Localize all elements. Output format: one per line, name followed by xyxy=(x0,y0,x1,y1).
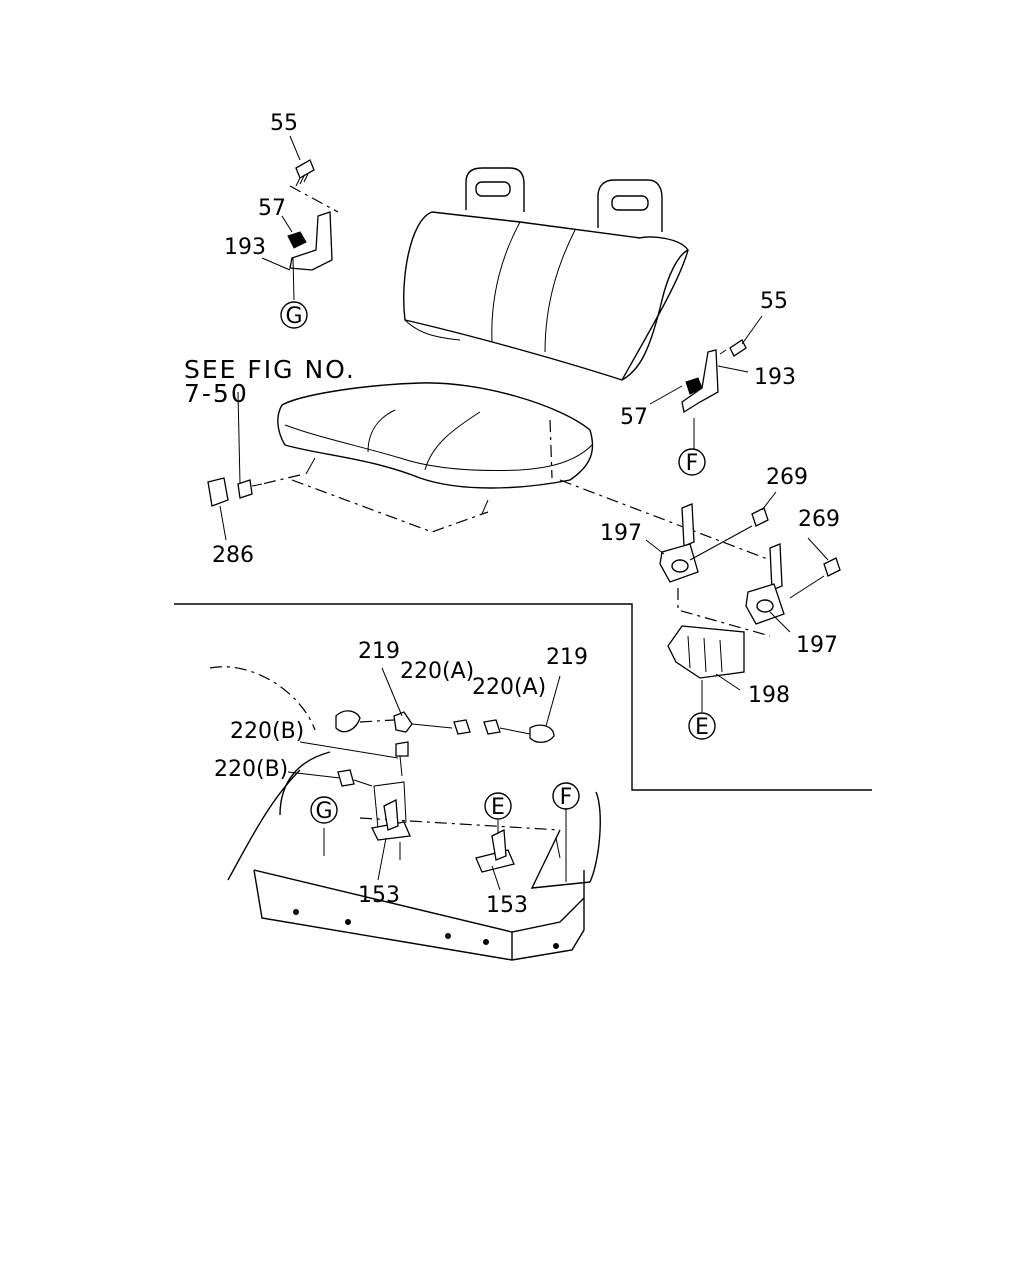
callout-286: 286 xyxy=(212,543,254,568)
marker-g-floor: G xyxy=(310,796,338,824)
svg-text:F: F xyxy=(686,451,699,476)
callout-220b-lower: 220(B) xyxy=(214,757,288,782)
callout-197-left: 197 xyxy=(600,521,642,546)
svg-text:E: E xyxy=(695,715,709,740)
callout-219-right: 219 xyxy=(546,645,588,670)
callout-193-left: 193 xyxy=(224,235,266,260)
callout-269-b: 269 xyxy=(798,507,840,532)
callout-219-left: 219 xyxy=(358,639,400,664)
marker-f-floor: F xyxy=(552,782,580,810)
callout-55-top: 55 xyxy=(270,111,298,136)
svg-text:F: F xyxy=(560,785,573,810)
callout-220a-left: 220(A) xyxy=(400,659,474,684)
callout-55-right: 55 xyxy=(760,289,788,314)
seat-cushion xyxy=(277,382,594,515)
marker-f-right: F xyxy=(678,448,706,476)
callout-269-a: 269 xyxy=(766,465,808,490)
svg-text:E: E xyxy=(491,795,505,820)
floor-panel xyxy=(209,666,601,961)
seat-back xyxy=(403,167,689,381)
latch-assembly xyxy=(659,503,841,712)
svg-text:G: G xyxy=(315,799,332,824)
bracket-right xyxy=(681,339,747,450)
callout-153-left: 153 xyxy=(358,883,400,908)
marker-g-top: G xyxy=(280,301,308,329)
callout-57-right: 57 xyxy=(620,405,648,430)
callout-220b-upper: 220(B) xyxy=(230,719,304,744)
svg-text:G: G xyxy=(285,304,302,329)
see-fig-line2: 7-50 xyxy=(184,379,249,408)
callout-193-right: 193 xyxy=(754,365,796,390)
callout-153-right: 153 xyxy=(486,893,528,918)
marker-e-right: E xyxy=(688,712,716,740)
callout-198: 198 xyxy=(748,683,790,708)
callout-220a-right: 220(A) xyxy=(472,675,546,700)
callout-57-left: 57 xyxy=(258,196,286,221)
floor-hardware xyxy=(323,710,567,882)
leader-lines xyxy=(219,135,829,891)
bracket-top-left xyxy=(287,159,339,301)
see-fig-line1: SEE FIG NO. xyxy=(184,355,356,384)
callout-197-right: 197 xyxy=(796,633,838,658)
cap-286 xyxy=(207,477,263,507)
marker-e-floor: E xyxy=(484,792,512,820)
